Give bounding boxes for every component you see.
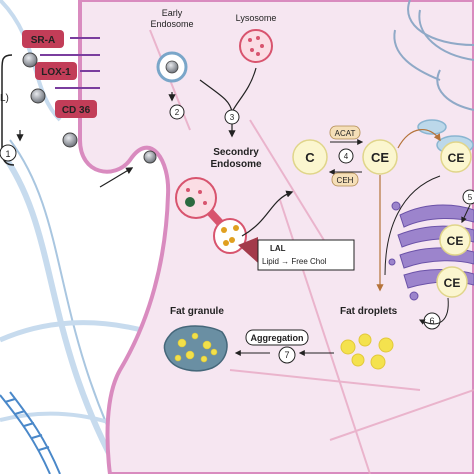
er-to-droplet-path <box>384 175 441 276</box>
ceh-pill <box>331 172 359 187</box>
receptor-sr-a <box>22 30 64 48</box>
cytoskeleton-fibers <box>149 29 474 474</box>
fat-granule <box>163 325 228 372</box>
merge-right <box>231 67 257 113</box>
cholesterol-ester <box>362 139 398 175</box>
dna-strand <box>0 391 61 474</box>
aggregation-label: Aggregation <box>251 333 304 343</box>
step-7: 7 <box>284 350 289 360</box>
step5-arrow <box>461 204 471 224</box>
fat-granule-label: Fat granule <box>170 306 224 317</box>
lysosome-enzymes <box>248 36 264 56</box>
ce-vesicle <box>436 266 468 298</box>
step-3: 3 <box>230 113 235 122</box>
lysosome <box>239 29 273 63</box>
step6-arrow <box>418 297 449 325</box>
step-6: 6 <box>429 316 434 326</box>
early-endosome-label-line1: Early <box>162 8 183 18</box>
lal-title: LAL <box>270 244 286 253</box>
lal-pointer <box>238 237 258 263</box>
step-2: 2 <box>175 108 180 117</box>
ce-golgi-label: CE <box>447 234 464 248</box>
ce-to-er-arrow <box>397 129 441 149</box>
early-endosome-ldl <box>165 60 179 74</box>
ceh-label: CEH <box>337 176 354 185</box>
ldl-particles <box>22 52 157 164</box>
receptor-label-lox-1: LOX-1 <box>41 67 71 78</box>
receptor-label-cd36: CD 36 <box>62 105 91 116</box>
acat-label: ACAT <box>335 129 356 138</box>
lal-box <box>257 239 355 271</box>
acat-pill <box>329 125 361 140</box>
secondary-endosome-label-line2: Endosome <box>210 159 262 170</box>
endocytosis-arrow <box>99 167 134 188</box>
merge-left <box>199 79 233 113</box>
lal-text: Lipid → Free Chol <box>262 257 327 266</box>
ce-er <box>440 141 472 173</box>
fat-droplets <box>340 333 394 370</box>
step-4: 4 <box>344 152 349 161</box>
early-endosome-label-line2: Endosome <box>150 19 193 29</box>
step-markers <box>0 104 474 364</box>
step-1: 1 <box>5 149 10 159</box>
ce-vesicle-label: CE <box>444 276 461 290</box>
secondary-endosome-label-line1: Secondry <box>213 147 259 158</box>
receptor-label-sr-a: SR-A <box>31 35 55 46</box>
fat-droplets-label: Fat droplets <box>340 306 398 317</box>
endoplasmic-reticulum <box>393 0 474 111</box>
ce-golgi <box>439 224 471 256</box>
ce-label: CE <box>371 150 389 165</box>
aggregation-pill <box>245 329 309 346</box>
left-edge-label: L) <box>0 93 9 104</box>
receptor-bracket <box>1 54 15 166</box>
endosome-to-c-arrow <box>241 190 294 237</box>
lysosome-label: Lysosome <box>236 13 277 23</box>
receptor-cd36 <box>55 100 97 118</box>
ce-er-label: CE <box>448 151 465 165</box>
free-cholesterol <box>292 139 328 175</box>
step-5: 5 <box>468 193 473 202</box>
receptor-cluster <box>22 30 100 118</box>
c-label: C <box>305 150 315 165</box>
secondary-endosome <box>175 177 247 254</box>
receptor-lox-1 <box>35 62 77 80</box>
